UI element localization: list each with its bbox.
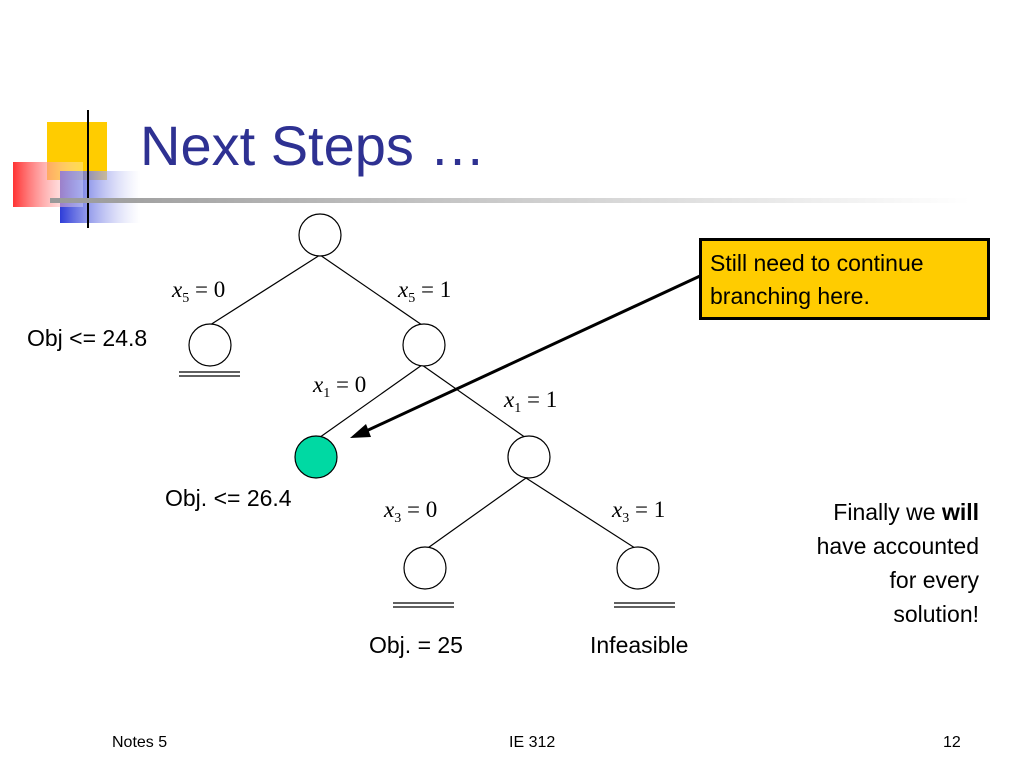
edge-root-right — [319, 254, 423, 326]
callout-line-1: Still need to continue — [710, 250, 924, 276]
edge-root-left — [209, 254, 321, 326]
branch-label-x1-1: x1 = 1 — [504, 387, 558, 416]
footer-page-number: 12 — [943, 734, 961, 751]
edge-right-highlight — [315, 364, 423, 441]
callout-arrow-line — [363, 274, 701, 434]
branch-label-x5-0: x5 = 0 — [172, 277, 226, 306]
tree-node-x3-0 — [403, 546, 447, 590]
node-label-infeasible: Infeasible — [590, 632, 689, 658]
page-title: Next Steps … — [140, 114, 486, 177]
footer-center: IE 312 — [509, 734, 556, 751]
tree-node-x3-1 — [616, 546, 660, 590]
tree-node-x5-1 — [402, 323, 446, 367]
footer-left: Notes 5 — [112, 734, 168, 751]
final-note-line-1: Finally we will — [833, 499, 979, 525]
final-note-line-2: have accounted — [816, 533, 979, 559]
tree-node-root — [298, 213, 342, 257]
edge-rightchild-leaf-left — [424, 477, 527, 551]
branch-label-x3-0: x3 = 0 — [384, 497, 438, 526]
node-label-obj-24-8: Obj <= 24.8 — [27, 325, 148, 351]
slide-logo-decoration — [13, 110, 970, 228]
edge-rightchild-leaf-right — [525, 477, 639, 551]
final-note: Finally we will have accounted for every… — [759, 495, 979, 631]
tree-node-x5-0 — [188, 323, 232, 367]
branch-label-x5-1: x5 = 1 — [398, 277, 452, 306]
final-note-line-4: solution! — [893, 601, 979, 627]
callout-line-2: branching here. — [710, 283, 870, 309]
branch-label-x3-1: x3 = 1 — [612, 497, 666, 526]
edge-right-rightchild — [421, 364, 527, 439]
node-label-obj-25: Obj. = 25 — [369, 632, 463, 658]
branch-label-x1-0: x1 = 0 — [313, 372, 367, 401]
callout-arrow-head — [350, 424, 371, 438]
callout-box: Still need to continue branching here. — [699, 238, 990, 320]
tree-node-x1-0-highlight — [294, 435, 338, 479]
node-label-obj-26-4: Obj. <= 26.4 — [165, 485, 292, 511]
title-underline-rule — [50, 198, 970, 203]
final-note-line-3: for every — [889, 567, 979, 593]
tree-node-x1-1 — [507, 435, 551, 479]
